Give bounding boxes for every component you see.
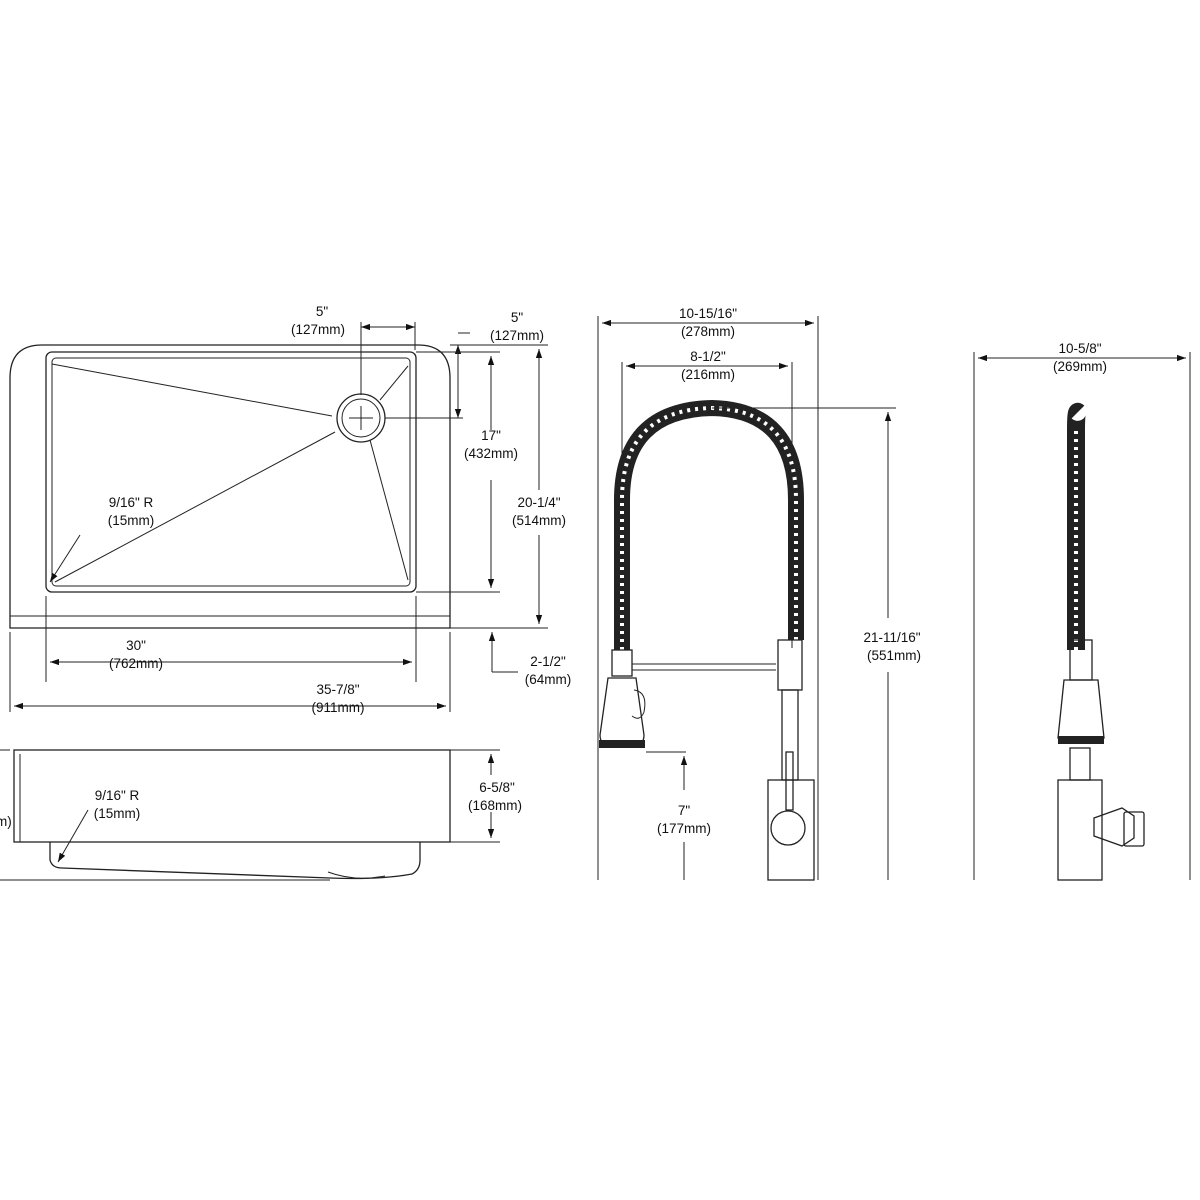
faucet-front-view: 10-15/16" (278mm) 8-1/2" (216mm) 21-11/1…	[597, 306, 921, 881]
faucet-height-dim-mm: (551mm)	[867, 648, 921, 663]
sink-top-view: 5" (127mm) 5" (127mm) 17" (432mm) 20-1/4…	[9, 304, 572, 715]
side-handle	[1093, 807, 1135, 847]
apron-dim-mm: (64mm)	[525, 672, 572, 687]
faucet-lever	[785, 751, 794, 811]
side-lever	[1123, 811, 1145, 847]
apron-dim-inch: 2-1/2"	[530, 654, 566, 669]
front-height-dim-mm: (168mm)	[468, 798, 522, 813]
bowl-width-dim-mm: (762mm)	[109, 656, 163, 671]
sink-bowl-bottom	[49, 842, 421, 880]
bowl-slope-line	[54, 431, 336, 583]
sprayer-dim-mm: (177mm)	[657, 821, 711, 836]
sprayer-collar	[611, 649, 633, 677]
sink-outer-outline	[9, 344, 451, 629]
overall-width-dim-inch: 35-7/8"	[316, 682, 359, 697]
spout-dim-mm: (216mm)	[681, 367, 735, 382]
sink-bowl-inner	[51, 357, 411, 587]
side-depth-dim-inch: 10-5/8"	[1058, 341, 1101, 356]
drain-offset-dim-mm: (127mm)	[490, 328, 544, 343]
corner-radius-dim-inch: 9/16" R	[109, 495, 154, 510]
spout-dim-inch: 8-1/2"	[690, 349, 726, 364]
offset-dim-inch: 5"	[316, 304, 329, 319]
coil-spring-hose	[614, 399, 804, 650]
front-height-dim-inch: 6-5/8"	[479, 780, 515, 795]
front-radius-dim-inch: 9/16" R	[95, 788, 140, 803]
faucet-collar	[777, 639, 803, 691]
drain-offset-dim-inch: 5"	[511, 310, 524, 325]
sink-bowl	[45, 351, 417, 593]
side-depth-dim-mm: (269mm)	[1053, 359, 1107, 374]
bowl-slope-line	[369, 439, 409, 581]
offset-dim-mm: (127mm)	[291, 322, 345, 337]
bowl-depth-dim-mm: (432mm)	[464, 446, 518, 461]
bowl-slope-line	[51, 363, 333, 417]
overall-width-dim-mm: (911mm)	[311, 700, 364, 715]
front-radius-leader	[57, 809, 89, 863]
side-base	[1057, 779, 1103, 881]
faucet-side-view: 10-5/8" (269mm)	[973, 341, 1191, 881]
drain-icon	[336, 393, 386, 443]
reach-dim-mm: (278mm)	[681, 324, 735, 339]
front-cut-label: m)	[0, 814, 12, 829]
corner-radius-dim-mm: (15mm)	[108, 513, 155, 528]
bowl-slope-line	[379, 365, 409, 401]
faucet-base	[767, 779, 815, 881]
reach-dim-inch: 10-15/16"	[679, 306, 737, 321]
side-neck	[1069, 747, 1091, 781]
sink-front-view: 6-5/8" (168mm) 9/16" R (15mm) m)	[0, 749, 522, 881]
side-sprayer-head	[1057, 679, 1105, 739]
faucet-neck	[781, 689, 799, 781]
overall-depth-dim-inch: 20-1/4"	[517, 495, 560, 510]
sprayer-head	[599, 677, 645, 747]
sprayer-dim-inch: 7"	[678, 803, 691, 818]
faucet-height-dim-inch: 21-11/16"	[863, 630, 920, 645]
faucet-handle	[770, 810, 806, 846]
front-radius-dim-mm: (15mm)	[94, 806, 141, 821]
bowl-depth-dim-inch: 17"	[481, 428, 501, 443]
sink-apron-front	[13, 749, 451, 843]
bowl-width-dim-inch: 30"	[126, 638, 146, 653]
radius-leader	[49, 534, 81, 583]
overall-depth-dim-mm: (514mm)	[512, 513, 566, 528]
